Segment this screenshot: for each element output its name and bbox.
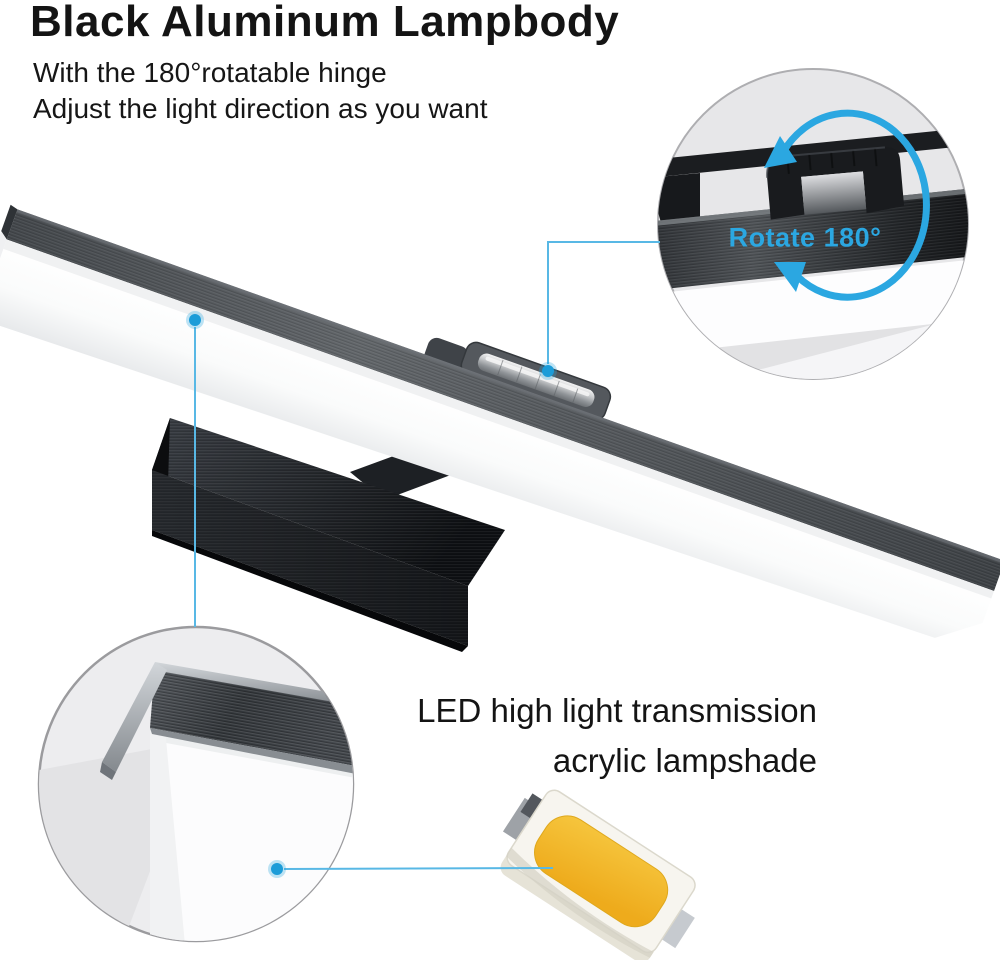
subtitle: With the 180°rotatable hinge Adjust the … [33, 55, 487, 127]
page-title: Black Aluminum Lampbody [30, 0, 620, 46]
reflection-band [658, 256, 968, 356]
lamp-end-cap [1, 204, 18, 240]
callout-dot-shade [186, 311, 204, 329]
acrylic-shade-face [150, 726, 353, 941]
hinge [424, 337, 612, 421]
callout-dot-hinge [539, 362, 557, 380]
lamp-acrylic-body [0, 239, 995, 638]
channel-edge-lip [155, 662, 353, 706]
callout-dots [186, 311, 557, 878]
callout-dot-led [268, 860, 286, 878]
rotate-arrow-icon [764, 109, 930, 301]
led-phosphor [534, 815, 669, 928]
led-caption: LED high light transmission acrylic lamp… [417, 686, 817, 786]
led-chip [500, 789, 696, 960]
subtitle-line-1: With the 180°rotatable hinge [33, 57, 387, 88]
callout-lines [194, 241, 660, 870]
subtitle-line-2: Adjust the light direction as you want [33, 93, 488, 124]
bracket-bottom-edge [152, 530, 468, 652]
lamp-bar [0, 204, 1000, 638]
wall-bracket [152, 418, 512, 652]
corner-detail-circle [37, 625, 355, 943]
led-caption-line-1: LED high light transmission [417, 692, 817, 729]
channel-rear-rail [658, 124, 968, 178]
callout-line-hinge [547, 241, 660, 364]
led-caption-line-2: acrylic lampshade [552, 742, 817, 779]
callout-line-led [283, 867, 554, 870]
rotate-180-label: Rotate 180° [728, 222, 882, 253]
